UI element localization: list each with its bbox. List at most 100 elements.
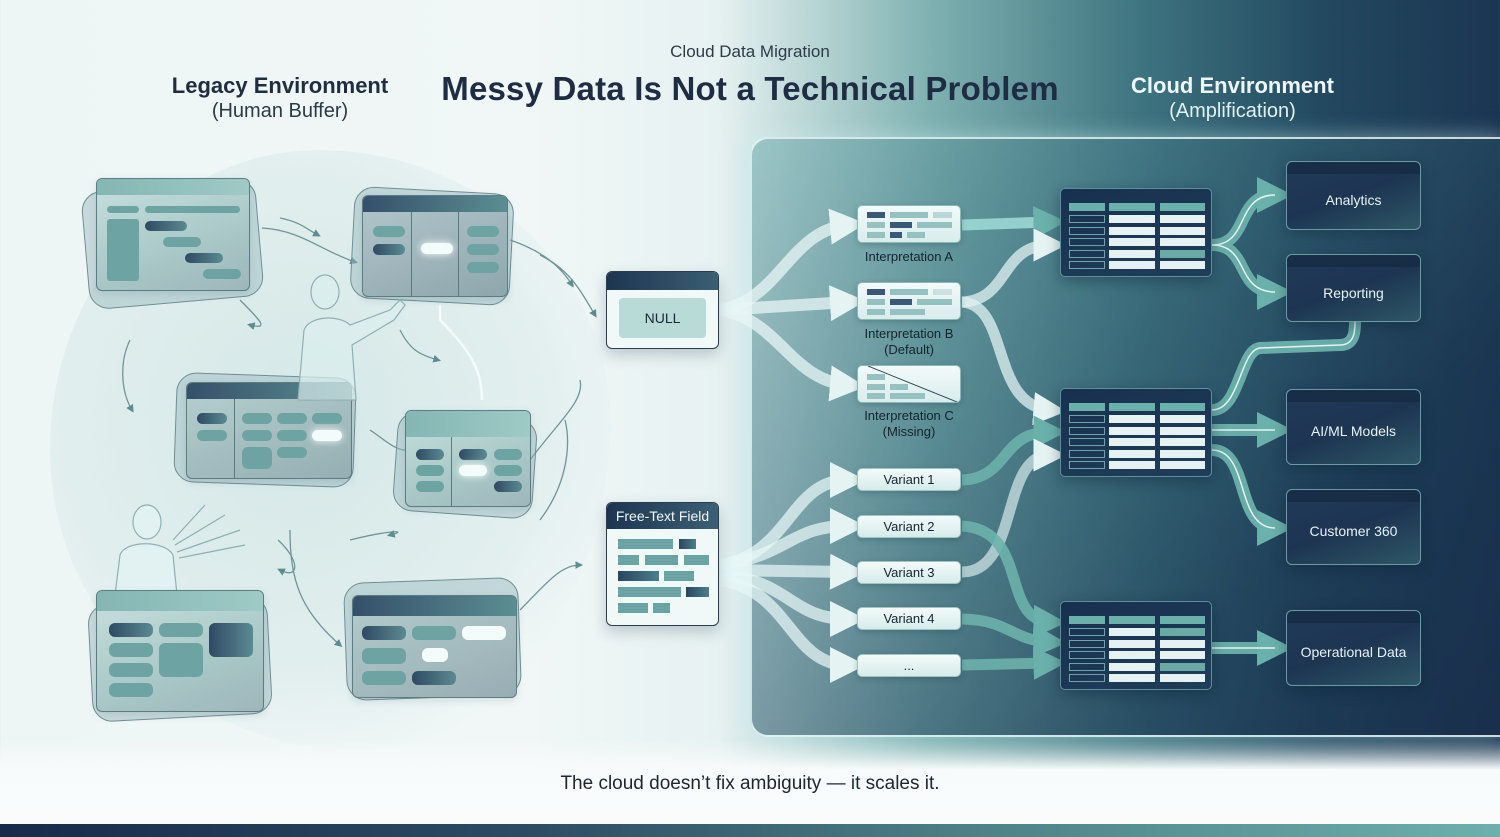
legacy-window-detail bbox=[352, 595, 517, 698]
strikethrough-line-icon bbox=[867, 366, 959, 402]
interpretation-c-label: Interpretation C bbox=[864, 408, 954, 423]
window-bar-element bbox=[416, 449, 444, 460]
data-bar bbox=[907, 232, 925, 238]
window-bar-element bbox=[185, 253, 223, 263]
table-cell bbox=[1069, 203, 1105, 211]
table-cell bbox=[1069, 261, 1105, 269]
table-cell bbox=[1160, 261, 1205, 269]
person-frustrated-icon bbox=[114, 504, 246, 596]
table-cell bbox=[1109, 449, 1155, 458]
interpretation-c-card[interactable] bbox=[857, 365, 961, 403]
window-bar-element bbox=[416, 481, 444, 492]
cloud-table-2[interactable] bbox=[1060, 388, 1212, 477]
window-bar-element bbox=[242, 447, 272, 469]
data-bar bbox=[867, 232, 885, 238]
legacy-window-form bbox=[96, 590, 264, 712]
data-bar bbox=[890, 232, 902, 238]
window-bar-element bbox=[459, 449, 487, 460]
table-cell bbox=[1109, 261, 1155, 269]
data-bar bbox=[867, 212, 885, 218]
output-analytics[interactable]: Analytics bbox=[1286, 161, 1421, 230]
window-bar-element bbox=[494, 481, 522, 492]
table-cell bbox=[1069, 403, 1105, 411]
table-cell bbox=[1160, 226, 1205, 235]
table-cell bbox=[1160, 616, 1205, 624]
table-cell bbox=[1109, 426, 1155, 435]
table-cell bbox=[1160, 426, 1205, 435]
table-cell bbox=[1069, 249, 1105, 258]
window-bar-element bbox=[362, 671, 406, 685]
output-customer-360[interactable]: Customer 360 bbox=[1286, 489, 1421, 565]
window-titlebar bbox=[353, 596, 516, 616]
null-value: NULL bbox=[619, 298, 706, 338]
text-line bbox=[618, 539, 673, 549]
table-cell bbox=[1069, 426, 1105, 435]
free-text-field-card[interactable]: Free-Text Field bbox=[606, 502, 719, 626]
table-cell bbox=[1109, 215, 1155, 223]
window-titlebar bbox=[363, 196, 507, 212]
output-ai-ml-models-label: AI/ML Models bbox=[1310, 423, 1397, 439]
output-reporting[interactable]: Reporting bbox=[1286, 254, 1421, 322]
interpretation-b-card[interactable] bbox=[857, 282, 961, 320]
table-cell bbox=[1109, 662, 1155, 671]
data-bar bbox=[867, 222, 885, 228]
window-bar-element bbox=[412, 671, 456, 685]
data-bar bbox=[867, 289, 885, 295]
window-bar-element bbox=[312, 413, 342, 424]
data-bar bbox=[890, 299, 912, 305]
variant-1-card[interactable]: Variant 1 bbox=[857, 468, 961, 491]
window-bar-element bbox=[109, 623, 153, 637]
text-line bbox=[684, 555, 709, 565]
cloud-table-3[interactable] bbox=[1060, 601, 1212, 690]
bottom-fade bbox=[0, 740, 1500, 825]
interpretation-b-label: Interpretation B bbox=[864, 326, 954, 341]
table-cell bbox=[1069, 438, 1105, 446]
output-operational-data[interactable]: Operational Data bbox=[1286, 610, 1421, 686]
window-bar-element bbox=[422, 648, 448, 662]
window-bar-element bbox=[467, 244, 499, 255]
table-cell bbox=[1109, 249, 1155, 258]
table-cell bbox=[1109, 238, 1155, 246]
text-line bbox=[618, 555, 639, 565]
data-bar bbox=[890, 289, 928, 295]
window-bar-element bbox=[277, 447, 307, 458]
table-cell bbox=[1109, 415, 1155, 423]
null-card-header bbox=[607, 272, 718, 290]
table-cell bbox=[1069, 616, 1105, 624]
window-bar-element bbox=[494, 449, 522, 460]
window-bar-element bbox=[145, 206, 240, 213]
table-cell bbox=[1109, 403, 1155, 411]
output-analytics-label: Analytics bbox=[1325, 192, 1382, 208]
table-cell bbox=[1160, 461, 1205, 469]
variant-2-card[interactable]: Variant 2 bbox=[857, 515, 961, 538]
table-cell bbox=[1109, 616, 1155, 624]
text-line bbox=[618, 603, 648, 613]
variant-4-card[interactable]: Variant 4 bbox=[857, 607, 961, 630]
table-cell bbox=[1160, 628, 1205, 636]
tagline: The cloud doesn’t fix ambiguity — it sca… bbox=[560, 773, 940, 794]
cloud-table-1[interactable] bbox=[1060, 188, 1212, 277]
null-card[interactable]: NULL bbox=[606, 271, 719, 349]
interpretation-c-note: (Missing) bbox=[882, 424, 936, 439]
table-cell bbox=[1069, 215, 1105, 223]
interpretation-a-card[interactable] bbox=[857, 205, 961, 243]
data-bar bbox=[917, 299, 952, 305]
table-cell bbox=[1109, 651, 1155, 659]
table-cell bbox=[1160, 215, 1205, 223]
output-customer-360-label: Customer 360 bbox=[1309, 523, 1398, 539]
table-cell bbox=[1160, 249, 1205, 258]
variant-more-card[interactable]: ... bbox=[857, 654, 961, 677]
interpretation-b-note: (Default) bbox=[884, 342, 934, 357]
window-bar-element bbox=[277, 430, 307, 441]
output-operational-data-label: Operational Data bbox=[1300, 644, 1407, 660]
window-titlebar bbox=[97, 591, 263, 611]
legacy-window-board bbox=[405, 410, 531, 507]
text-line bbox=[645, 555, 678, 565]
data-bar bbox=[890, 384, 908, 390]
output-ai-ml-models[interactable]: AI/ML Models bbox=[1286, 389, 1421, 465]
window-bar-element bbox=[242, 413, 272, 424]
data-bar bbox=[933, 212, 952, 218]
window-bar-element bbox=[163, 237, 201, 247]
variant-3-card[interactable]: Variant 3 bbox=[857, 561, 961, 584]
table-cell bbox=[1160, 415, 1205, 423]
